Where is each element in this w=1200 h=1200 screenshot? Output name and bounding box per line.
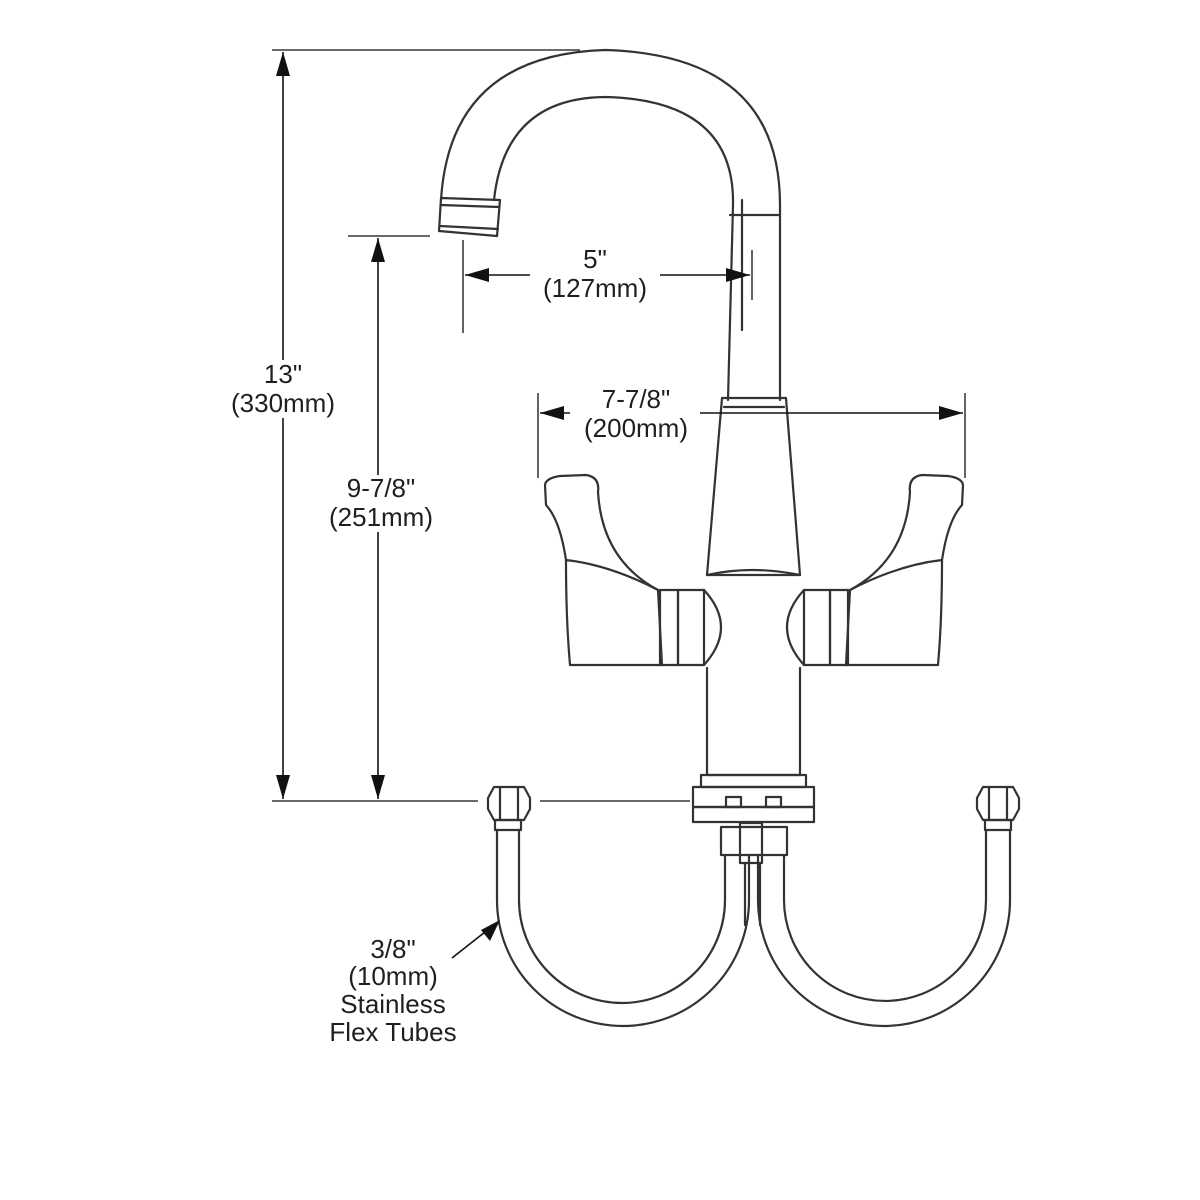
gooseneck-spout xyxy=(437,48,782,402)
right-handle xyxy=(785,473,965,667)
spout-reach-imperial: 5" xyxy=(583,244,607,274)
spout-reach-dimension: 5" (127mm) xyxy=(462,240,753,333)
callout-line1: Stainless xyxy=(340,989,446,1019)
callout-size: 3/8" xyxy=(370,934,415,964)
right-supply-fitting xyxy=(975,785,1021,822)
aerator xyxy=(437,196,502,238)
callout-arrow xyxy=(481,920,500,941)
spout-reach-metric: (127mm) xyxy=(543,273,647,303)
flex-tube-callout: 3/8" (10mm) Stainless Flex Tubes xyxy=(329,920,500,1047)
faucet-body xyxy=(691,396,816,927)
faucet-illustration xyxy=(437,48,1021,1028)
overall-height-metric: (330mm) xyxy=(231,388,335,418)
overall-height-dimension: 13" (330mm) xyxy=(231,49,690,802)
handle-spread-dimension: 7-7/8" (200mm) xyxy=(537,384,966,478)
handle-spread-imperial: 7-7/8" xyxy=(602,384,671,414)
spout-height-imperial: 9-7/8" xyxy=(347,473,416,503)
mounting-nut xyxy=(691,785,816,809)
left-handle xyxy=(543,473,723,667)
callout-metric: (10mm) xyxy=(348,961,438,991)
spout-height-dimension: 9-7/8" (251mm) xyxy=(329,235,433,799)
spout-height-metric: (251mm) xyxy=(329,502,433,532)
left-supply-fitting xyxy=(486,785,532,822)
connector-block xyxy=(719,825,789,857)
overall-height-imperial: 13" xyxy=(264,359,302,389)
callout-line2: Flex Tubes xyxy=(329,1017,456,1047)
flex-tubes xyxy=(486,785,1021,1028)
handle-spread-metric: (200mm) xyxy=(584,413,688,443)
